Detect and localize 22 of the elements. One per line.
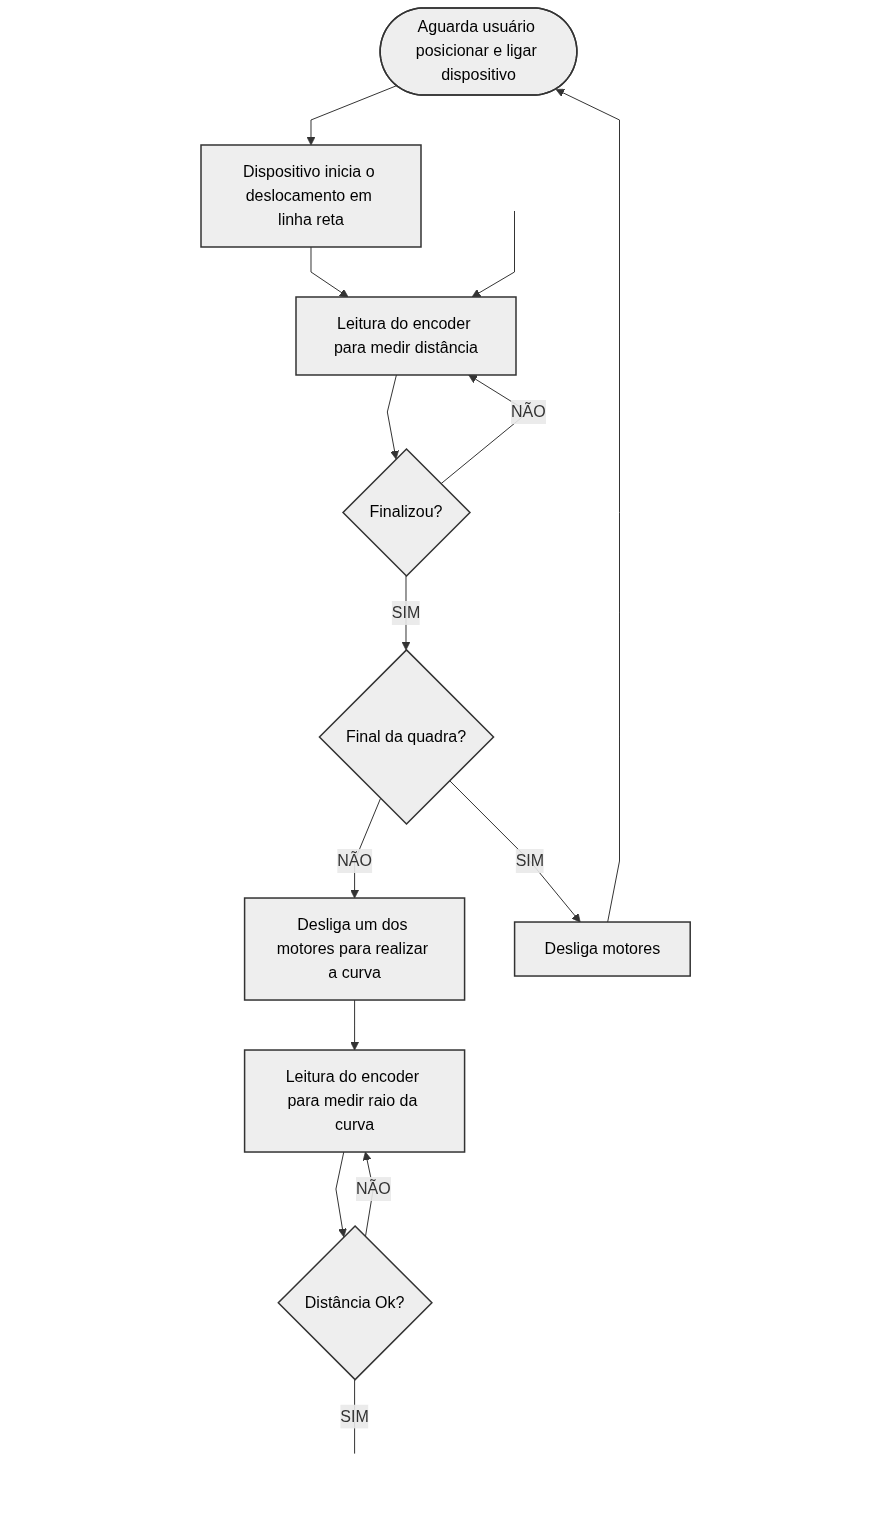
node-box: Leitura do encoder para medir raio da curva <box>244 1049 466 1153</box>
arrow <box>310 246 349 298</box>
arrow <box>472 210 516 298</box>
arrow <box>350 999 360 1051</box>
edge-label: NÃO <box>356 1180 391 1198</box>
arrow <box>556 88 621 923</box>
edge-label: SIM <box>392 603 421 621</box>
edge-label: NÃO <box>337 852 373 870</box>
node-diamond: Finalizou? <box>342 447 472 577</box>
node-diamond: Distância Ok? <box>277 1224 434 1381</box>
node-box: Desliga um dos motores para realizar a curva <box>244 897 466 1001</box>
edge-label: SIM <box>516 852 545 870</box>
arrow <box>307 85 398 146</box>
arrow <box>449 780 581 923</box>
edge-label: NÃO <box>511 403 547 420</box>
arrow <box>387 374 400 460</box>
node-box: Dispositivo inicia o deslocamento em linha reta <box>200 144 423 248</box>
node-box: Desliga motores <box>514 921 692 977</box>
edge-label: SIM <box>340 1407 370 1425</box>
arrow <box>335 1151 348 1238</box>
node-box: Leitura do encoder para medir distância <box>295 296 518 376</box>
node-diamond: Final da quadra? <box>318 648 495 826</box>
